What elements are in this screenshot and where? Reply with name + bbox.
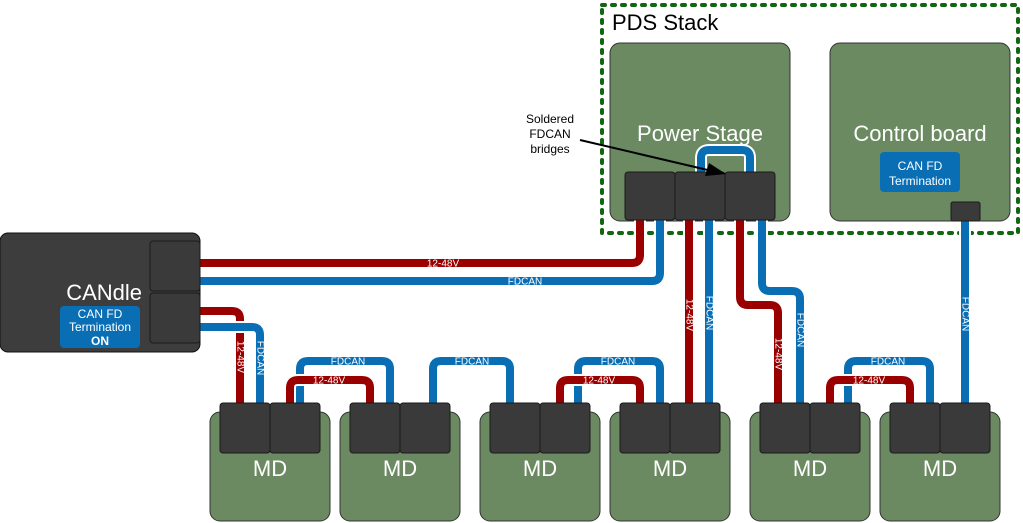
md1-connector-b	[269, 402, 321, 454]
md-label-1: MD	[253, 456, 287, 481]
power-wire-md5-md6	[826, 376, 914, 403]
annotation-line2: FDCAN	[529, 127, 570, 141]
md-boards	[209, 411, 1001, 522]
md-label-5: MD	[793, 456, 827, 481]
can-wire-md2-md3	[429, 357, 514, 403]
power-wire-power-stage-to-md5	[736, 220, 782, 403]
annotation-line1: Soldered	[526, 112, 574, 126]
can-wire-md5-md6	[844, 357, 934, 403]
md-label-2: MD	[383, 456, 417, 481]
label-can-ps-md4: FDCAN	[703, 296, 714, 330]
md5-connector-a	[759, 402, 811, 454]
md4-connector-b	[669, 402, 721, 454]
label-can-ps-md5: FDCAN	[794, 313, 805, 347]
power-stage-connector-3	[724, 171, 776, 221]
annotation-line3: bridges	[530, 142, 569, 156]
candle-termination-line1: CAN FD	[78, 307, 123, 321]
control-board-termination-badge	[880, 152, 960, 192]
candle-label: CANdle	[66, 280, 142, 305]
candle-termination-badge	[60, 306, 140, 348]
label-power-main: 12-48V	[427, 259, 460, 270]
label-can-md2-md3: FDCAN	[455, 357, 489, 368]
label-can-candle-md1: FDCAN	[254, 341, 265, 375]
soldered-fdcan-bridge	[697, 146, 754, 172]
control-termination-line1: CAN FD	[898, 159, 943, 173]
label-can-md5-md6: FDCAN	[871, 357, 905, 368]
can-wire-power-stage-to-md5	[758, 220, 804, 403]
label-power-ps-md4: 12-48V	[683, 299, 694, 332]
power-stage-label: Power Stage	[637, 121, 763, 146]
label-can-md3-md4: FDCAN	[601, 357, 635, 368]
control-termination-line2: Termination	[889, 174, 951, 188]
control-board-label: Control board	[853, 121, 986, 146]
md-label-3: MD	[523, 456, 557, 481]
pds-stack-boundary	[600, 3, 1020, 235]
label-power-candle-md1: 12-48V	[234, 341, 245, 374]
candle-connector-1	[149, 240, 201, 292]
md2-connector-b	[399, 402, 451, 454]
control-board-connector	[950, 201, 981, 222]
label-power-md1-md2: 12-48V	[313, 376, 346, 387]
md-label-4: MD	[653, 456, 687, 481]
control-board	[829, 42, 1011, 222]
md5-connector-b	[809, 402, 861, 454]
power-wire-md1-md2	[286, 376, 374, 403]
power-stage-connector-1	[624, 171, 676, 221]
can-wire-md3-md4	[574, 357, 664, 403]
pds-stack-title: PDS Stack	[612, 10, 719, 35]
md6-connector-a	[889, 402, 941, 454]
md2-connector-a	[349, 402, 401, 454]
annotation-arrow-head	[705, 163, 726, 176]
md1-connector-a	[219, 402, 271, 454]
can-wire-candle-to-power-stage	[200, 220, 664, 285]
power-wire-candle-to-power-stage	[200, 220, 644, 267]
candle-connector-2	[149, 292, 201, 344]
label-power-md3-md4: 12-48V	[583, 376, 616, 387]
candle-termination-line2: Termination	[69, 320, 131, 334]
label-power-md5-md6: 12-48V	[853, 376, 886, 387]
label-power-ps-md5: 12-48V	[772, 338, 783, 371]
annotation-arrow-line	[579, 139, 713, 172]
md3-connector-a	[489, 402, 541, 454]
md4-connector-a	[619, 402, 671, 454]
can-wire-candle-to-md1	[200, 323, 264, 403]
label-can-main: FDCAN	[508, 277, 542, 288]
candle-termination-state: ON	[91, 334, 109, 348]
power-wire-candle-to-md1	[200, 307, 244, 403]
label-can-control-md6: FDCAN	[959, 297, 970, 331]
can-wire-md1-md2	[296, 357, 394, 403]
power-stage-connector-2	[674, 171, 726, 221]
md-label-6: MD	[923, 456, 957, 481]
power-wire-md3-md4	[556, 376, 644, 403]
md6-connector-b	[939, 402, 991, 454]
md3-connector-b	[539, 402, 591, 454]
connectors	[149, 171, 991, 454]
label-can-md1-md2: FDCAN	[331, 357, 365, 368]
